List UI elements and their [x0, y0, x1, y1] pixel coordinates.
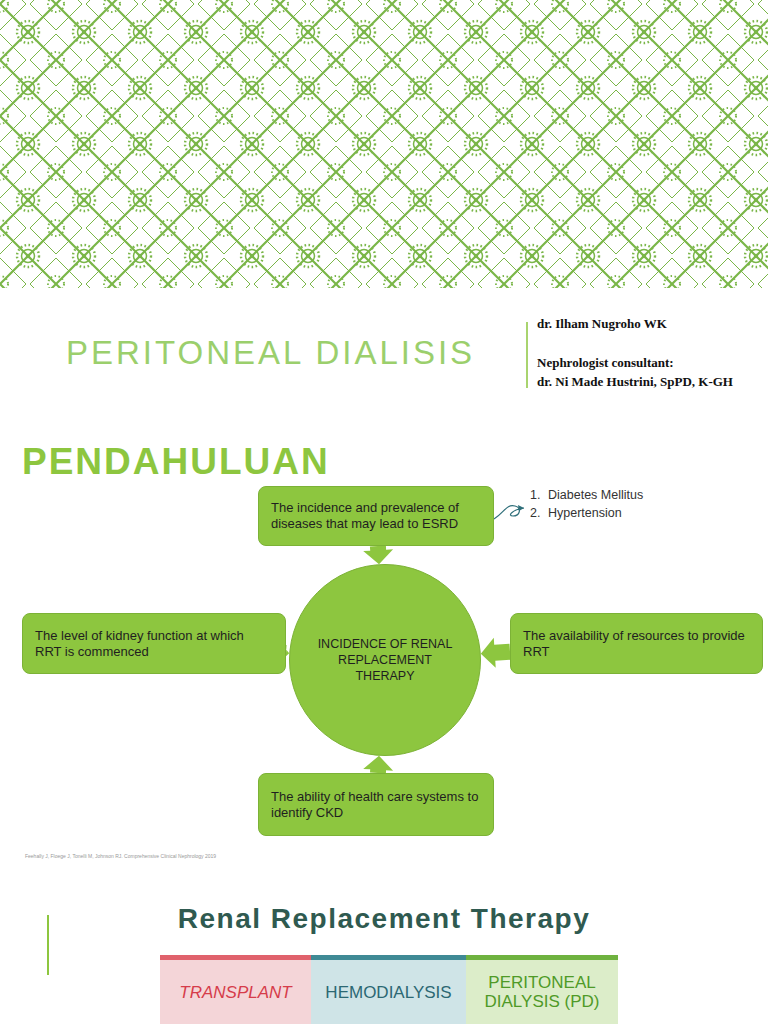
- node-text: The level of kidney function at which RR…: [35, 628, 273, 660]
- node-text: The ability of health care systems to id…: [271, 789, 481, 821]
- section-heading: PENDAHULUAN: [22, 441, 330, 483]
- process-box: The incidence and prevalence of diseases…: [258, 486, 494, 546]
- node-text: The availability of resources to provide…: [523, 628, 750, 660]
- rrt-band: TRANSPLANT: [160, 960, 311, 1024]
- node-text: The incidence and prevalence of diseases…: [271, 500, 481, 532]
- block-arrow: [363, 756, 393, 774]
- divider: [47, 915, 49, 975]
- rrt-band: PERITONEAL DIALYSIS (PD): [466, 960, 618, 1024]
- title: PERITONEAL DIALISIS: [66, 334, 475, 372]
- consultant-label: Nephrologist consultant:: [537, 355, 674, 371]
- node-text: INCIDENCE OF RENAL REPLACEMENT THERAPY: [310, 636, 460, 684]
- leader-line: [494, 506, 524, 519]
- pattern-band: [0, 0, 768, 288]
- consultant-name: dr. Ni Made Hustrini, SpPD, K-GH: [537, 373, 762, 390]
- process-box: The availability of resources to provide…: [510, 613, 763, 674]
- leader-head: [518, 505, 524, 511]
- list-item: Diabetes Mellitus: [548, 488, 643, 502]
- block-arrow: [481, 638, 511, 668]
- citation: Feehally J, Floege J, Tonelli M, Johnson…: [25, 853, 216, 859]
- list-number: 1.: [530, 488, 540, 502]
- node-text: TRANSPLANT: [179, 983, 291, 1002]
- author-name: dr. Ilham Nugroho WK: [537, 316, 667, 332]
- divider: [526, 322, 528, 388]
- process-box: The ability of health care systems to id…: [258, 773, 494, 836]
- block-arrow: [363, 546, 393, 565]
- list-number: 2.: [530, 506, 540, 520]
- section-heading: Renal Replacement Therapy: [0, 903, 768, 935]
- process-box: The level of kidney function at which RR…: [22, 613, 286, 674]
- node-text: HEMODIALYSIS: [325, 983, 451, 1002]
- rrt-band: HEMODIALYSIS: [311, 960, 466, 1024]
- list-item: Hypertension: [548, 506, 622, 520]
- node-text: PERITONEAL DIALYSIS (PD): [482, 973, 602, 1011]
- center-circle: INCIDENCE OF RENAL REPLACEMENT THERAPY: [289, 564, 481, 756]
